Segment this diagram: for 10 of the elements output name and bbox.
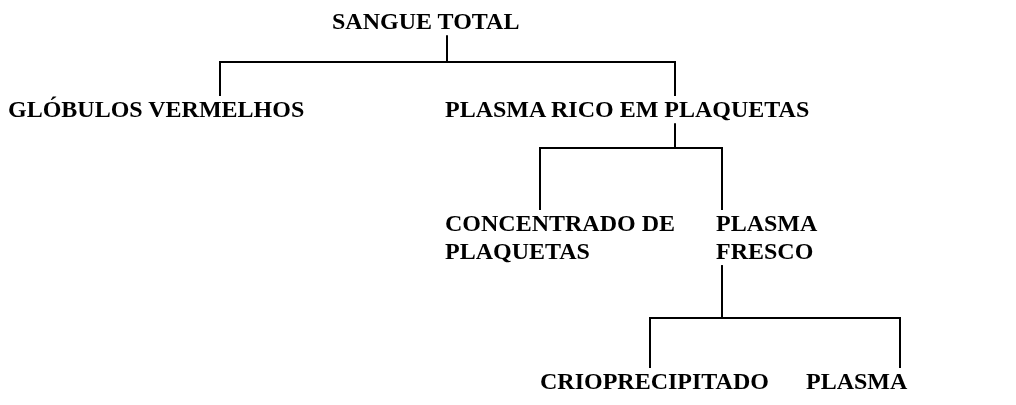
node-label: SANGUE TOTAL [332,8,520,36]
node-label: PLASMA RICO EM PLAQUETAS [445,96,810,124]
node-label: GLÓBULOS VERMELHOS [8,96,305,124]
connector-line [674,122,723,211]
connector-line [721,264,901,369]
node-label: PLASMA FRESCO [716,210,866,266]
connector-line [446,34,676,97]
node-label: CRIOPRECIPITADO [540,368,769,396]
node-label: CONCENTRADO DE PLAQUETAS [445,210,707,266]
node-label: PLASMA [806,368,908,396]
